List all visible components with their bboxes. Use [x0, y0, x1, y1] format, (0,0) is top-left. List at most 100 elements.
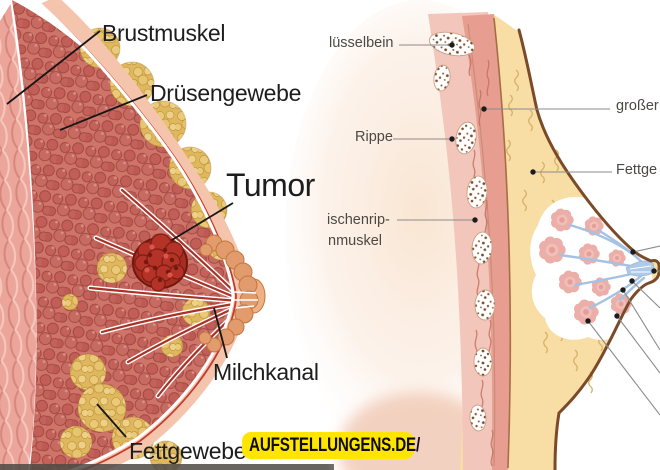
right-leader-lines	[393, 42, 660, 416]
rib-bone	[433, 64, 451, 92]
areola-bump	[206, 337, 222, 353]
areola-bump	[198, 331, 212, 345]
fat-squiggle	[522, 189, 527, 212]
tumor-speck	[143, 259, 149, 265]
rib-bone	[473, 347, 493, 377]
tumor-speck	[152, 265, 158, 271]
fat-squiggle	[506, 139, 511, 162]
leader-dot	[651, 268, 657, 274]
muscle-fiber	[478, 89, 482, 127]
muscle-fiber	[490, 429, 494, 467]
milk-duct	[88, 286, 241, 303]
milk-duct	[126, 303, 243, 364]
leader-dot	[630, 249, 636, 255]
watermark-text: AUFSTELLUNGENS.DE/	[249, 434, 421, 456]
label-schluesselbein: lüsselbein	[329, 35, 394, 51]
fat-lobule	[149, 440, 183, 470]
tumor-speck	[147, 252, 153, 258]
areola-bump	[199, 243, 213, 257]
fat-squiggle	[554, 149, 559, 172]
leader-dot	[449, 42, 455, 48]
label-rippe: Rippe	[355, 129, 393, 145]
leader-line	[6, 30, 101, 105]
tumor-highlight	[149, 244, 155, 250]
muscle-fiber	[488, 319, 492, 357]
areola-bump	[234, 304, 254, 324]
fat-squiggle	[543, 331, 548, 354]
pectoral-muscle-texture	[0, 0, 38, 470]
label-milchkanal: Milchkanal	[213, 359, 319, 385]
label-zwischenrippenmuskel-line1: ischenrip-	[327, 212, 390, 228]
fat-squiggle	[573, 349, 578, 372]
leader-dot	[472, 217, 478, 223]
tumor-speck	[173, 265, 179, 271]
fat-lobule	[59, 425, 93, 459]
label-fettgewebe: Fettgewebe	[129, 438, 247, 464]
label-tumor: Tumor	[226, 167, 315, 203]
leader-line	[631, 280, 660, 309]
leader-line	[96, 403, 127, 438]
milk-duct	[100, 301, 242, 334]
mammary-lobule	[538, 236, 566, 264]
tumor-highlight	[163, 253, 169, 259]
fat-squiggle	[508, 94, 513, 117]
label-brustmuskel: Brustmuskel	[102, 20, 226, 46]
tumor-speck	[162, 247, 168, 253]
pectoral-muscle-profile	[462, 14, 511, 470]
breast-outline	[517, 28, 660, 470]
breast-side-profile-illustration	[285, 0, 660, 470]
areola-nipple	[198, 234, 266, 353]
fat-squiggle	[528, 109, 533, 132]
skin-white-line	[38, 2, 235, 470]
tumor-mass	[132, 233, 188, 292]
fat-lobule	[61, 293, 79, 311]
rib-bone	[455, 121, 477, 155]
tumor-highlight	[144, 267, 150, 273]
muscle-fiber	[486, 59, 490, 97]
sinus-stripes	[629, 265, 652, 273]
tumor-speck	[169, 257, 175, 263]
leader-dot	[614, 313, 620, 319]
rib-bone	[469, 404, 487, 432]
label-grosser-brustmuskel: großer	[616, 98, 659, 114]
lactiferous-duct	[588, 274, 643, 310]
leader-line	[171, 202, 234, 241]
leader-dot	[530, 169, 536, 175]
rib-bone	[466, 175, 488, 209]
breast-cross-section-illustration	[0, 0, 334, 470]
leader-line	[213, 307, 228, 359]
milk-duct	[120, 188, 242, 299]
fat-lobule	[96, 252, 128, 284]
leader-dot	[449, 136, 455, 142]
bottom-edge-strip	[0, 464, 334, 470]
fat-squiggle	[514, 69, 519, 92]
mammary-lobule	[550, 208, 574, 232]
watermark-banner: AUFSTELLUNGENS.DE/	[242, 432, 420, 459]
leader-line	[622, 289, 660, 351]
fascia-brown-line	[493, 17, 512, 469]
fat-lobule	[77, 383, 127, 433]
muscle-fiber	[476, 259, 480, 297]
mammary-lobule	[578, 243, 600, 265]
tumor-highlight	[167, 272, 173, 278]
label-fettgewebe-right: Fettge	[616, 162, 658, 178]
rib-bone	[474, 289, 496, 321]
lactiferous-duct	[618, 276, 646, 302]
label-zwischenrippenmuskel-line2: nmuskel	[328, 233, 382, 249]
leader-dot	[620, 287, 626, 293]
leader-line	[616, 315, 660, 374]
leader-dot	[481, 106, 487, 112]
leader-line	[632, 245, 660, 253]
fascia-inner-line	[467, 23, 496, 467]
muscle-fiber	[484, 199, 488, 237]
corner-highlight	[0, 0, 13, 21]
tumor-speck	[157, 277, 163, 283]
leader-dot	[585, 318, 591, 324]
leader-line	[59, 94, 148, 131]
mammary-lobule	[558, 270, 582, 294]
label-druesengewebe: Drüsengewebe	[150, 80, 302, 106]
leader-line	[587, 320, 660, 416]
rib-bone	[471, 231, 493, 265]
